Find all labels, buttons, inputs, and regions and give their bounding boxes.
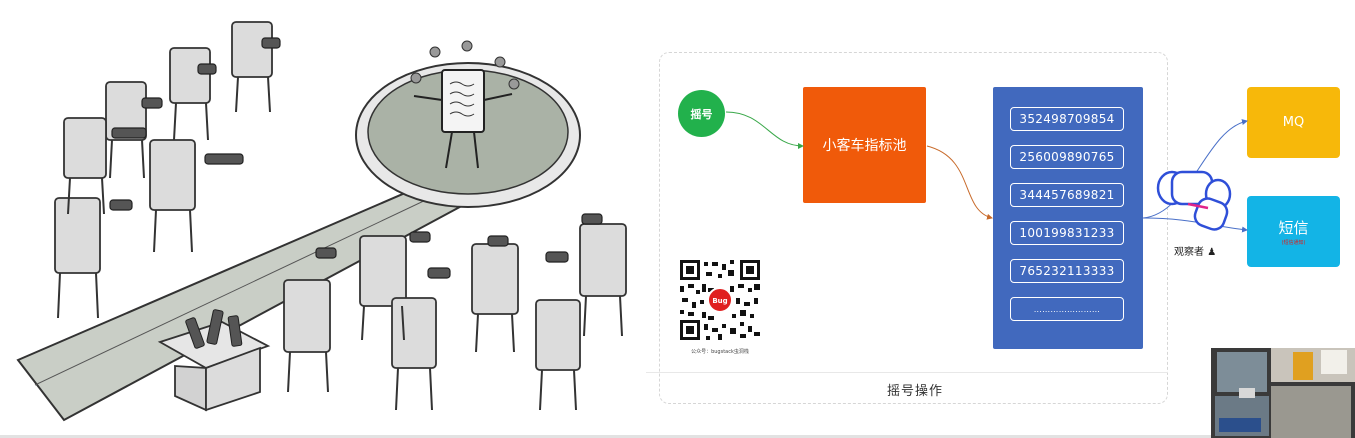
binoculars-icon <box>1156 170 1232 231</box>
observer-crowd-illustration <box>16 21 627 422</box>
qr-badge: Bug <box>712 297 727 305</box>
qr-caption: 公众号：bugstack虫洞栈 <box>691 349 749 355</box>
qr-code: Bug <box>678 258 762 342</box>
observer-label-text: 观察者 <box>1174 247 1204 258</box>
number-item: 344457689821 <box>1010 183 1124 207</box>
number-item: 765232113333 <box>1010 259 1124 283</box>
person-icon: ♟ <box>1207 247 1217 258</box>
sms-sub-label: (短信通知) <box>1281 240 1306 246</box>
mq-box: MQ <box>1247 87 1340 158</box>
number-item-ellipsis: …………………… <box>1010 297 1124 321</box>
sms-box: 短信 (短信通知) <box>1247 196 1340 267</box>
webcam-overlay <box>1211 348 1355 438</box>
bottom-border <box>0 435 1211 438</box>
mq-label: MQ <box>1282 115 1305 130</box>
number-item: 352498709854 <box>1010 107 1124 131</box>
sms-label: 短信 <box>1278 219 1309 237</box>
lottery-start-node: 摇号 <box>678 90 725 137</box>
number-panel: 352498709854 256009890765 344457689821 1… <box>993 87 1143 349</box>
diagram-caption: 摇号操作 <box>886 384 943 399</box>
quota-pool-box: 小客车指标池 <box>803 87 926 203</box>
observer-label: 观察者 ♟ <box>1174 243 1216 258</box>
caption-divider <box>646 372 1168 373</box>
number-item: 256009890765 <box>1010 145 1124 169</box>
number-item: 100199831233 <box>1010 221 1124 245</box>
